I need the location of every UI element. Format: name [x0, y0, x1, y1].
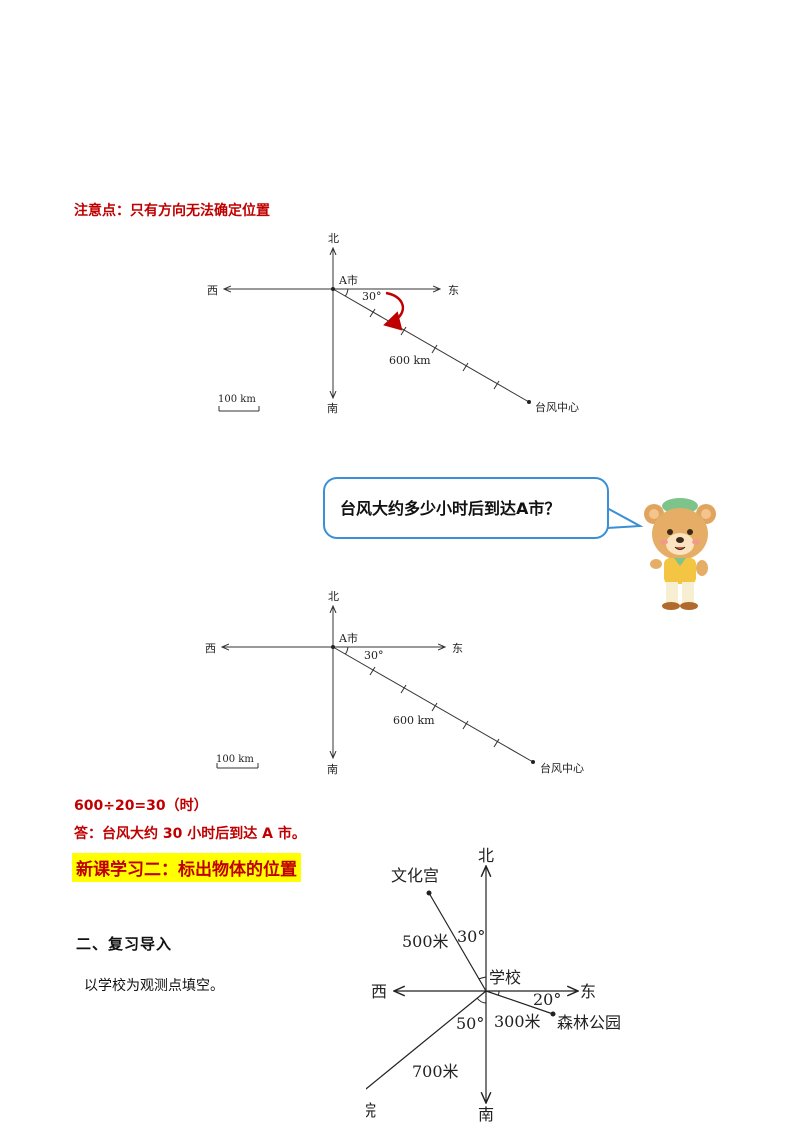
label-west-2: 西	[205, 642, 216, 655]
bubble-question: 台风大约多少小时后到达A市？	[340, 499, 561, 518]
line-culture-palace	[428, 892, 487, 992]
typhoon-path	[332, 288, 530, 403]
label-typhoon-2: 台风中心	[540, 761, 584, 775]
note-text: 注意点：只有方向无法确定位置	[74, 203, 270, 219]
map-center-school: 学校	[489, 968, 521, 987]
label-angle: 30°	[362, 290, 382, 303]
label-south: 南	[327, 402, 338, 415]
map-park-angle: 20°	[533, 990, 561, 1009]
compass-diagram-1: 北 南 东 西 A市 30° 600 km 台风中心 100 km	[207, 232, 579, 415]
school-map-diagram: 北 南 东 西 学校 文化宫 500米 30° 森林公园 300米 20° 医院…	[366, 846, 621, 1123]
angle-arc	[344, 288, 349, 297]
label-distance: 600 km	[389, 354, 431, 367]
compass-diagram-2: 北 南 东 西 A市 30° 600 km 台风中心 100 km	[205, 590, 584, 776]
label-distance-2: 600 km	[393, 714, 435, 727]
calculation-text: 600÷20=30（时）	[74, 798, 208, 814]
label-typhoon: 台风中心	[535, 400, 579, 414]
map-hospital-angle: 50°	[456, 1014, 484, 1033]
bubble-tail	[605, 507, 644, 529]
label-west: 西	[207, 284, 218, 297]
label-east: 东	[448, 284, 459, 297]
rotation-arrow-icon	[383, 291, 405, 331]
map-west: 西	[371, 982, 387, 1001]
answer-text: 答：台风大约 30 小时后到达 A 市。	[74, 826, 306, 842]
line-park	[485, 990, 554, 1015]
line-hospital	[366, 990, 487, 1090]
bear-mascot-icon	[644, 498, 716, 610]
city-point	[331, 287, 335, 291]
map-palace-distance: 500米	[402, 932, 449, 951]
section-title: 新课学习二：标出物体的位置	[72, 853, 301, 882]
map-palace-angle: 30°	[457, 927, 485, 946]
label-north-2: 北	[328, 590, 339, 603]
typhoon-path-2	[332, 646, 534, 763]
map-park: 森林公园	[557, 1013, 621, 1032]
label-angle-2: 30°	[364, 649, 384, 662]
map-park-distance: 300米	[494, 1012, 541, 1031]
label-city: A市	[338, 273, 358, 287]
instruction-text: 以学校为观测点填空。	[84, 978, 224, 994]
label-scale-2: 100 km	[216, 754, 254, 765]
map-culture-palace: 文化宫	[391, 866, 439, 885]
label-scale: 100 km	[218, 394, 256, 405]
speech-bubble	[323, 477, 609, 539]
label-city-2: A市	[338, 631, 358, 645]
map-hospital-distance: 700米	[412, 1062, 459, 1081]
map-hospital: 医院	[366, 1101, 376, 1120]
review-title: 二、复习导入	[76, 935, 173, 953]
label-east-2: 东	[452, 642, 463, 655]
typhoon-point	[527, 400, 531, 404]
label-north: 北	[328, 232, 339, 245]
map-south: 南	[478, 1105, 494, 1123]
map-north: 北	[478, 846, 494, 865]
label-south-2: 南	[327, 763, 338, 776]
map-east: 东	[580, 982, 596, 1001]
